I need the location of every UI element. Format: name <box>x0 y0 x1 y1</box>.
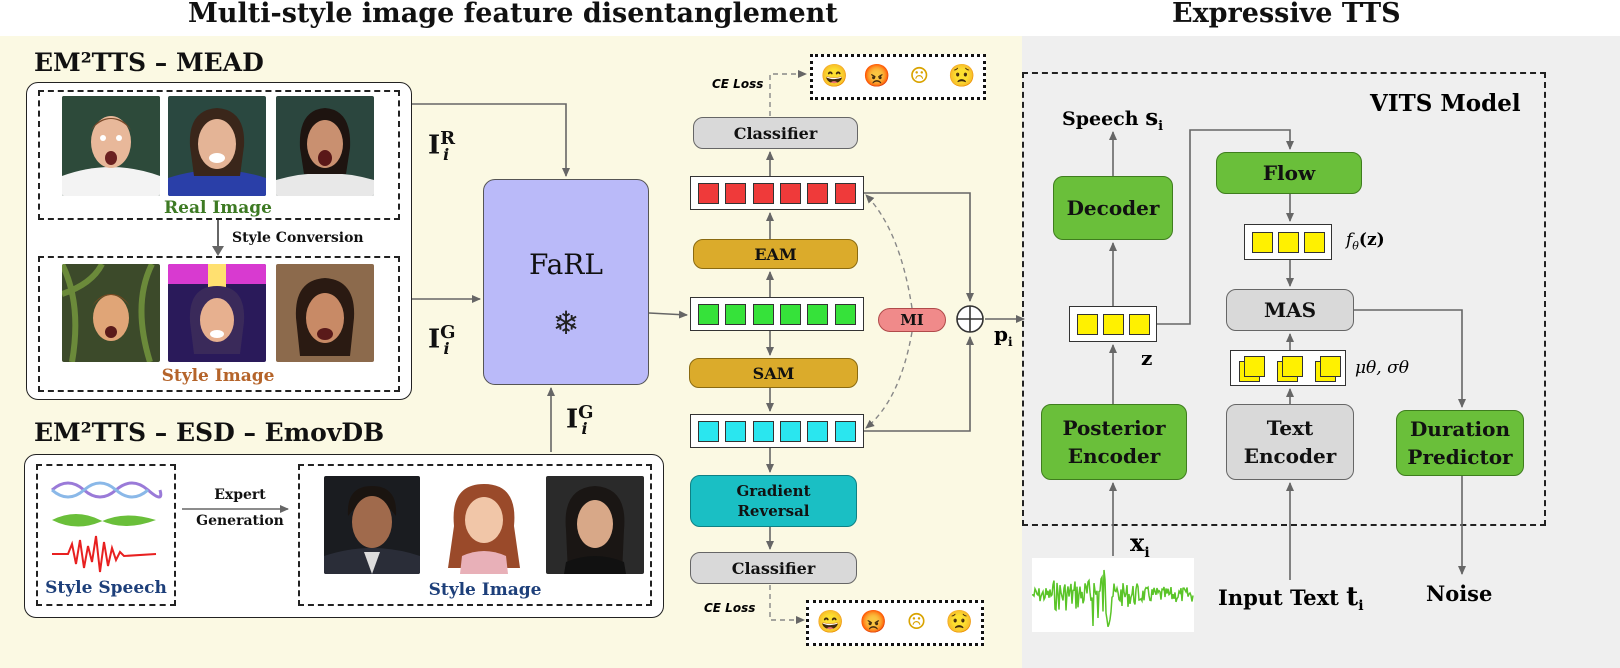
style-speech-waveforms <box>51 481 163 573</box>
happy-emoji-icon: 😄 <box>820 64 848 89</box>
happy-emoji-icon: 😄 <box>816 610 845 635</box>
expert-generation-line2: Generation <box>196 513 284 529</box>
eam-module: EAM <box>693 239 858 269</box>
vits-model-box <box>1022 72 1546 526</box>
mu-sigma-label: μθ, σθ <box>1355 358 1409 378</box>
mi-module: MI <box>878 308 946 332</box>
style-speech-caption: Style Speech <box>45 578 167 598</box>
esd-face-3 <box>546 476 644 574</box>
emotion-set-bottom: 😄 😡 ☹ 😟 <box>806 600 984 646</box>
ce-loss-bottom: CE Loss <box>704 601 756 615</box>
real-face-3 <box>276 96 374 196</box>
mu-sigma-vector <box>1230 350 1346 386</box>
style-face-3 <box>276 264 374 362</box>
esd-face-2 <box>436 476 532 574</box>
input-text-label: Input Text ti <box>1218 582 1364 615</box>
farl-encoder: FaRL ❄ <box>483 179 649 385</box>
style-speech-group <box>36 464 176 606</box>
duration-predictor-block: Duration Predictor <box>1396 410 1524 476</box>
emotion-feature-vector <box>690 176 864 210</box>
label-ir: IRi <box>428 128 456 164</box>
style-conversion-label: Style Conversion <box>232 230 364 246</box>
style-face-2 <box>168 264 266 362</box>
real-face-1 <box>62 96 160 196</box>
real-image-group <box>38 90 400 220</box>
style-image-caption: Style Image <box>161 366 275 386</box>
text-encoder-block: Text Encoder <box>1226 404 1354 480</box>
expert-generation-line1: Expert <box>214 487 266 503</box>
angry-emoji-icon: 😡 <box>859 610 888 635</box>
classifier-top: Classifier <box>693 117 858 149</box>
style-image-esd-group <box>298 464 652 606</box>
shared-feature-vector <box>690 297 864 331</box>
noise-label: Noise <box>1426 581 1493 606</box>
decoder-block: Decoder <box>1053 176 1173 240</box>
x-i-label: xi <box>1130 528 1150 561</box>
flow-block: Flow <box>1216 152 1362 194</box>
snowflake-icon: ❄ <box>552 304 580 342</box>
label-ig-esd: IGi <box>566 402 594 438</box>
esd-face-1 <box>324 476 420 574</box>
gradient-reversal: Gradient Reversal <box>690 475 857 527</box>
style-feature-vector <box>690 414 864 448</box>
farl-label: FaRL <box>529 248 603 281</box>
style-face-1 <box>62 264 160 362</box>
style-image-group <box>38 256 400 392</box>
z-label: z <box>1141 346 1153 370</box>
sad-emoji-icon: ☹ <box>909 64 930 89</box>
sam-module: SAM <box>689 358 858 388</box>
worried-emoji-icon: 😟 <box>945 610 974 635</box>
real-image-caption: Real Image <box>164 198 272 218</box>
input-audio-waveform <box>1032 558 1194 632</box>
label-ig: IGi <box>428 322 456 358</box>
concat-plus-icon <box>956 305 984 333</box>
p-i-label: pi <box>994 322 1013 349</box>
speech-output-label: Speech si <box>1062 104 1164 134</box>
f-theta-vector <box>1244 224 1332 260</box>
mead-title: EM²TTS – MEAD <box>34 48 264 77</box>
ce-loss-top: CE Loss <box>712 77 764 91</box>
header-right: Expressive TTS <box>1172 0 1401 29</box>
vits-title: VITS Model <box>1370 90 1521 117</box>
style-image-esd-caption: Style Image <box>428 580 542 600</box>
style-conversion-arrow <box>212 220 224 256</box>
header-left: Multi-style image feature disentanglemen… <box>188 0 838 29</box>
emotion-set-top: 😄 😡 ☹ 😟 <box>810 54 986 100</box>
classifier-bottom: Classifier <box>690 552 857 584</box>
sad-emoji-icon: ☹ <box>906 610 927 635</box>
real-face-2 <box>168 96 266 196</box>
esd-title: EM²TTS – ESD – EmovDB <box>34 418 385 447</box>
posterior-encoder-block: Posterior Encoder <box>1041 404 1187 480</box>
z-vector <box>1069 306 1157 342</box>
angry-emoji-icon: 😡 <box>863 64 891 89</box>
f-theta-label: fθ(z) <box>1346 230 1385 253</box>
mas-block: MAS <box>1226 289 1354 331</box>
worried-emoji-icon: 😟 <box>948 64 976 89</box>
